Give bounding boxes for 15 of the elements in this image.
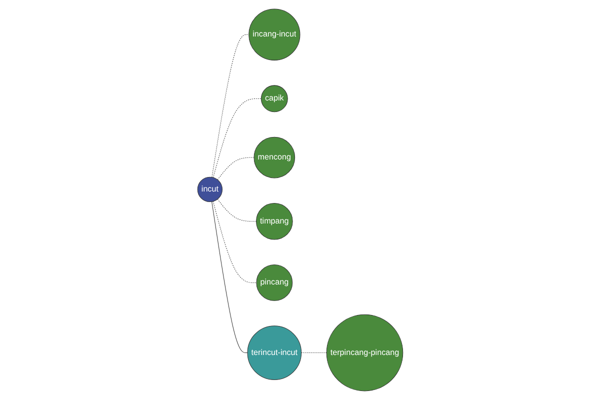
connector	[212, 201, 256, 283]
node-circle: terincut-incut	[247, 326, 302, 380]
connector	[217, 157, 254, 180]
node-circle: capik	[260, 85, 288, 112]
connector	[212, 98, 262, 178]
connector	[211, 201, 248, 354]
node-circle: incut	[197, 176, 222, 202]
node-circle: pincang	[256, 264, 292, 301]
connector	[211, 34, 249, 178]
node-circle: incang-incut	[248, 8, 300, 60]
node-circle: timpang	[256, 202, 293, 240]
connector	[217, 198, 256, 222]
node-circle: mencong	[254, 136, 295, 178]
connector	[300, 352, 327, 354]
node-circle: terpincang-pincang	[326, 314, 403, 392]
